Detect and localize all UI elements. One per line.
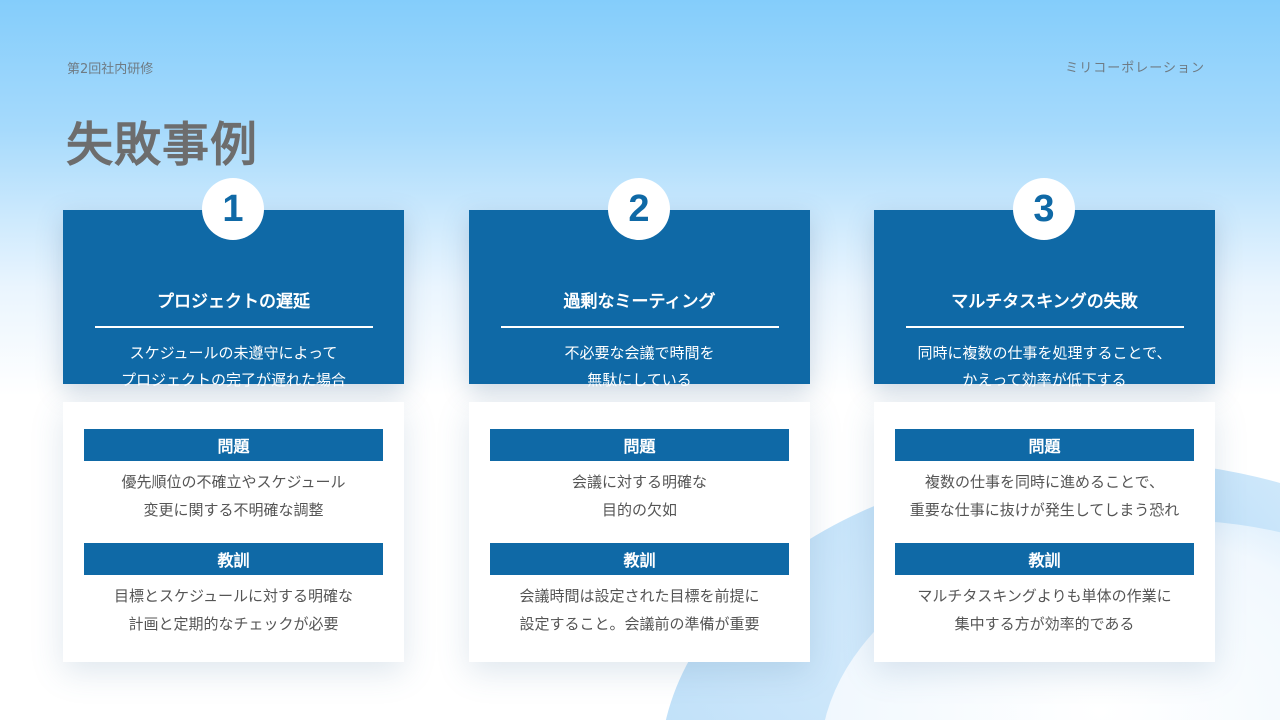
problem-text-line: 会議に対する明確な — [571, 473, 707, 491]
case-description-line: プロジェクトの完了が遅れた場合 — [120, 371, 346, 389]
case-detail-panel: 問題 会議に対する明確な 目的の欠如 教訓 会議時間は設定された目標を前提に 設… — [469, 402, 810, 662]
lesson-text-line: 計画と定期的なチェックが必要 — [128, 615, 339, 633]
divider — [95, 326, 373, 328]
case-card-1: 1 プロジェクトの遅延 スケジュールの未遵守によって プロジェクトの完了が遅れた… — [63, 178, 404, 662]
case-number-badge: 1 — [202, 178, 264, 240]
case-description-line: かえって効率が低下する — [962, 371, 1127, 389]
session-label: 第2回社内研修 — [67, 62, 154, 77]
case-description-line: スケジュールの未遵守によって — [129, 344, 338, 362]
lesson-text-line: 会議時間は設定された目標を前提に — [519, 587, 760, 605]
lesson-text: 目標とスケジュールに対する明確な 計画と定期的なチェックが必要 — [63, 582, 404, 638]
problem-text: 複数の仕事を同時に進めることで、 重要な仕事に抜けが発生してしまう恐れ — [874, 468, 1215, 524]
problem-text-line: 変更に関する不明確な調整 — [143, 501, 324, 519]
case-description-line: 同時に複数の仕事を処理することで、 — [917, 344, 1172, 362]
case-title: マルチタスキングの失敗 — [951, 292, 1138, 312]
divider — [906, 326, 1184, 328]
problem-label: 問題 — [895, 429, 1194, 461]
case-description: スケジュールの未遵守によって プロジェクトの完了が遅れた場合 — [63, 340, 404, 394]
case-card-2: 2 過剰なミーティング 不必要な会議で時間を 無駄にしている 問題 会議に対する… — [469, 178, 810, 662]
problem-text-line: 複数の仕事を同時に進めることで、 — [925, 473, 1164, 491]
lesson-label: 教訓 — [490, 543, 789, 575]
case-summary-panel: プロジェクトの遅延 スケジュールの未遵守によって プロジェクトの完了が遅れた場合 — [63, 210, 404, 389]
problem-text: 会議に対する明確な 目的の欠如 — [469, 468, 810, 524]
lesson-label: 教訓 — [895, 543, 1194, 575]
divider — [501, 326, 779, 328]
lesson-text-line: 目標とスケジュールに対する明確な — [114, 587, 353, 605]
case-summary-panel: マルチタスキングの失敗 同時に複数の仕事を処理することで、 かえって効率が低下す… — [874, 210, 1215, 389]
problem-label: 問題 — [84, 429, 383, 461]
case-description: 不必要な会議で時間を 無駄にしている — [469, 340, 810, 394]
lesson-text: 会議時間は設定された目標を前提に 設定すること。会議前の準備が重要 — [469, 582, 810, 638]
problem-label: 問題 — [490, 429, 789, 461]
case-title: プロジェクトの遅延 — [157, 292, 310, 312]
lesson-text-line: マルチタスキングよりも単体の作業に — [917, 587, 1172, 605]
problem-text-line: 優先順位の不確立やスケジュール — [121, 473, 346, 491]
case-number-badge: 2 — [608, 178, 670, 240]
case-detail-panel: 問題 優先順位の不確立やスケジュール 変更に関する不明確な調整 教訓 目標とスケ… — [63, 402, 404, 662]
page-title: 失敗事例 — [66, 118, 258, 173]
case-description-line: 無駄にしている — [587, 371, 692, 389]
case-detail-panel: 問題 複数の仕事を同時に進めることで、 重要な仕事に抜けが発生してしまう恐れ 教… — [874, 402, 1215, 662]
case-card-3: 3 マルチタスキングの失敗 同時に複数の仕事を処理することで、 かえって効率が低… — [874, 178, 1215, 662]
lesson-text: マルチタスキングよりも単体の作業に 集中する方が効率的である — [874, 582, 1215, 638]
case-description: 同時に複数の仕事を処理することで、 かえって効率が低下する — [874, 340, 1215, 394]
problem-text-line: 重要な仕事に抜けが発生してしまう恐れ — [909, 501, 1180, 519]
lesson-text-line: 設定すること。会議前の準備が重要 — [519, 615, 760, 633]
case-description-line: 不必要な会議で時間を — [564, 344, 715, 362]
lesson-text-line: 集中する方が効率的である — [954, 615, 1135, 633]
case-number-badge: 3 — [1013, 178, 1075, 240]
company-name: ミリコーポレーション — [1065, 61, 1205, 76]
case-title: 過剰なミーティング — [563, 292, 716, 312]
problem-text: 優先順位の不確立やスケジュール 変更に関する不明確な調整 — [63, 468, 404, 524]
lesson-label: 教訓 — [84, 543, 383, 575]
problem-text-line: 目的の欠如 — [601, 501, 677, 519]
